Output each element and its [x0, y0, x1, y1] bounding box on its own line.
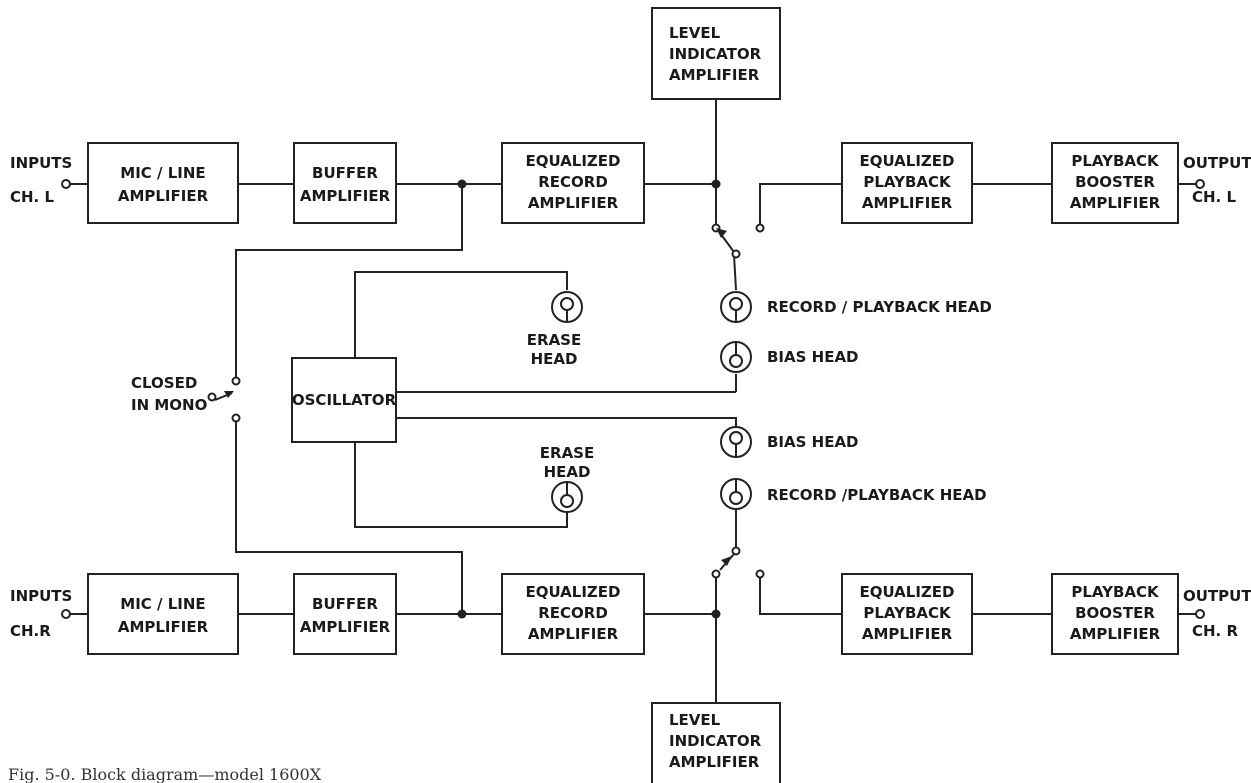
bias-head-top-icon	[720, 341, 752, 373]
output-label-r: OUTPUT CH. R	[1183, 587, 1251, 640]
inputs-label-l: INPUTS CH. L	[10, 154, 72, 206]
svg-text:AMPLIFIER: AMPLIFIER	[862, 194, 953, 212]
bias-head-top-label: BIAS HEAD	[767, 348, 859, 366]
svg-text:PLAYBACK: PLAYBACK	[1071, 583, 1160, 601]
svg-text:LEVEL: LEVEL	[669, 24, 721, 42]
inputs-label-r: INPUTS CH.R	[10, 587, 72, 640]
svg-text:LEVEL: LEVEL	[669, 711, 721, 729]
svg-text:ERASE: ERASE	[540, 444, 594, 462]
svg-text:CH. L: CH. L	[1192, 188, 1236, 206]
equalized-record-amplifier-r: EQUALIZED RECORD AMPLIFIER	[501, 573, 645, 655]
svg-text:EQUALIZED: EQUALIZED	[525, 152, 620, 170]
svg-text:OUTPUT: OUTPUT	[1183, 154, 1251, 172]
erase-head-bottom-label: ERASE HEAD	[540, 444, 594, 481]
svg-text:CH. L: CH. L	[10, 188, 54, 206]
mic-line-amplifier-l: MIC / LINE AMPLIFIER	[87, 142, 239, 224]
svg-text:HEAD: HEAD	[531, 350, 578, 368]
svg-text:RECORD: RECORD	[538, 604, 608, 622]
buffer-amplifier-l: BUFFER AMPLIFIER	[293, 142, 397, 224]
level-indicator-amplifier-top: LEVEL INDICATOR AMPLIFIER	[651, 7, 781, 100]
input-terminal-r	[61, 609, 71, 619]
erase-head-bottom-icon	[551, 481, 583, 513]
mic-line-amplifier-r: MIC / LINE AMPLIFIER	[87, 573, 239, 655]
svg-text:INPUTS: INPUTS	[10, 154, 72, 172]
svg-text:AMPLIFIER: AMPLIFIER	[118, 187, 209, 205]
svg-text:INPUTS: INPUTS	[10, 587, 72, 605]
svg-text:ERASE: ERASE	[527, 331, 581, 349]
svg-text:BUFFER: BUFFER	[312, 595, 378, 613]
svg-text:PLAYBACK: PLAYBACK	[1071, 152, 1160, 170]
erase-head-top-label: ERASE HEAD	[527, 331, 581, 368]
svg-text:CH. R: CH. R	[1192, 622, 1238, 640]
record-playback-head-top-icon	[720, 291, 752, 323]
record-playback-switch-r	[711, 546, 765, 579]
svg-text:INDICATOR: INDICATOR	[669, 732, 762, 750]
svg-text:AMPLIFIER: AMPLIFIER	[1070, 194, 1161, 212]
svg-text:EQUALIZED: EQUALIZED	[525, 583, 620, 601]
svg-text:CLOSED: CLOSED	[131, 374, 197, 392]
svg-text:OSCILLATOR: OSCILLATOR	[292, 391, 397, 409]
svg-text:HEAD: HEAD	[544, 463, 591, 481]
mono-switch-label: CLOSED IN MONO	[131, 374, 207, 414]
svg-text:EQUALIZED: EQUALIZED	[859, 583, 954, 601]
bias-head-bottom-icon	[720, 426, 752, 458]
playback-booster-amplifier-l: PLAYBACK BOOSTER AMPLIFIER	[1051, 142, 1179, 224]
svg-text:INDICATOR: INDICATOR	[669, 45, 762, 63]
figure-caption: Fig. 5-0. Block diagram—model 1600X	[8, 765, 322, 783]
svg-text:EQUALIZED: EQUALIZED	[859, 152, 954, 170]
svg-text:AMPLIFIER: AMPLIFIER	[528, 194, 619, 212]
record-playback-head-top-label: RECORD / PLAYBACK HEAD	[767, 298, 992, 316]
svg-text:AMPLIFIER: AMPLIFIER	[118, 618, 209, 636]
svg-text:MIC / LINE: MIC / LINE	[120, 595, 205, 613]
junction-dots	[457, 179, 721, 619]
svg-text:OUTPUT: OUTPUT	[1183, 587, 1251, 605]
svg-text:AMPLIFIER: AMPLIFIER	[528, 625, 619, 643]
svg-text:CH.R: CH.R	[10, 622, 51, 640]
svg-text:AMPLIFIER: AMPLIFIER	[669, 753, 760, 771]
record-playback-switch-l	[711, 223, 765, 259]
buffer-amplifier-r: BUFFER AMPLIFIER	[293, 573, 397, 655]
svg-text:PLAYBACK: PLAYBACK	[863, 173, 952, 191]
svg-text:IN MONO: IN MONO	[131, 396, 207, 414]
input-terminal-l	[61, 179, 71, 189]
svg-text:AMPLIFIER: AMPLIFIER	[669, 66, 760, 84]
record-playback-head-bottom-label: RECORD /PLAYBACK HEAD	[767, 486, 987, 504]
output-terminal-l	[1195, 179, 1205, 189]
record-playback-head-bottom-icon	[720, 478, 752, 510]
output-terminal-r	[1195, 609, 1205, 619]
svg-text:RECORD: RECORD	[538, 173, 608, 191]
signal-wires	[70, 99, 1196, 703]
svg-text:AMPLIFIER: AMPLIFIER	[300, 618, 391, 636]
svg-text:AMPLIFIER: AMPLIFIER	[1070, 625, 1161, 643]
bias-head-bottom-label: BIAS HEAD	[767, 433, 859, 451]
level-indicator-amplifier-bottom: LEVEL INDICATOR AMPLIFIER	[651, 702, 781, 783]
equalized-playback-amplifier-r: EQUALIZED PLAYBACK AMPLIFIER	[841, 573, 973, 655]
equalized-playback-amplifier-l: EQUALIZED PLAYBACK AMPLIFIER	[841, 142, 973, 224]
svg-text:BOOSTER: BOOSTER	[1075, 604, 1155, 622]
svg-text:BOOSTER: BOOSTER	[1075, 173, 1155, 191]
equalized-record-amplifier-l: EQUALIZED RECORD AMPLIFIER	[501, 142, 645, 224]
svg-text:BUFFER: BUFFER	[312, 164, 378, 182]
mono-switch	[207, 376, 241, 423]
svg-text:MIC / LINE: MIC / LINE	[120, 164, 205, 182]
svg-text:AMPLIFIER: AMPLIFIER	[862, 625, 953, 643]
output-label-l: OUTPUT CH. L	[1183, 154, 1251, 206]
svg-text:PLAYBACK: PLAYBACK	[863, 604, 952, 622]
erase-head-top-icon	[551, 291, 583, 323]
oscillator: OSCILLATOR	[291, 357, 397, 443]
svg-text:AMPLIFIER: AMPLIFIER	[300, 187, 391, 205]
playback-booster-amplifier-r: PLAYBACK BOOSTER AMPLIFIER	[1051, 573, 1179, 655]
